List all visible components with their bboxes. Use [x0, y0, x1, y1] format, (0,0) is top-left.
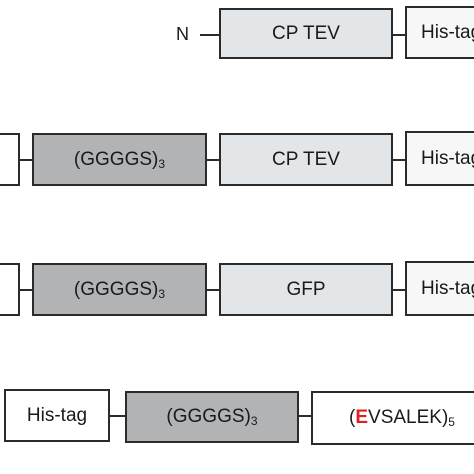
helix-highlight: E: [355, 407, 369, 428]
his-tag-label: His-tag: [421, 147, 474, 169]
helix-box: (EVSALEK)5: [311, 391, 474, 445]
cp-tev-label: CP TEV: [272, 22, 340, 44]
partial-left-box: [0, 133, 20, 186]
his-tag-label: His-tag: [26, 404, 88, 426]
helix-label: (EVSALEK)5: [349, 407, 455, 429]
partial-left-box: [0, 263, 20, 316]
his-tag-box: His-tag: [4, 389, 110, 442]
gfp-box: GFP: [219, 263, 393, 316]
cp-tev-box: CP TEV: [219, 8, 393, 59]
n-terminus-label: N: [176, 24, 189, 44]
his-tag-box: His-tag: [405, 131, 474, 186]
linker-label: (GGGGS)3: [73, 148, 166, 171]
connector-line: [392, 159, 406, 161]
his-tag-label: His-tag: [421, 21, 474, 43]
cp-tev-label: CP TEV: [272, 148, 340, 170]
cp-tev-box: CP TEV: [219, 133, 393, 186]
connector-line: [200, 34, 220, 36]
linker-box: (GGGGS)3: [32, 263, 207, 316]
connector-line: [19, 289, 33, 291]
his-tag-box: His-tag: [405, 6, 474, 59]
gfp-label: GFP: [286, 278, 326, 300]
connector-line: [392, 289, 406, 291]
linker-box: (GGGGS)3: [32, 133, 207, 186]
connector-line: [19, 159, 33, 161]
linker-label: (GGGGS)3: [166, 406, 258, 428]
connector-line: [206, 159, 220, 161]
his-tag-box: His-tag: [405, 261, 474, 316]
linker-box: (GGGGS)3: [125, 391, 299, 443]
connector-line: [206, 289, 220, 291]
linker-label: (GGGGS)3: [73, 278, 166, 301]
his-tag-label: His-tag: [421, 277, 474, 299]
connector-line: [109, 415, 126, 417]
connector-line: [298, 415, 312, 417]
connector-line: [392, 34, 406, 36]
